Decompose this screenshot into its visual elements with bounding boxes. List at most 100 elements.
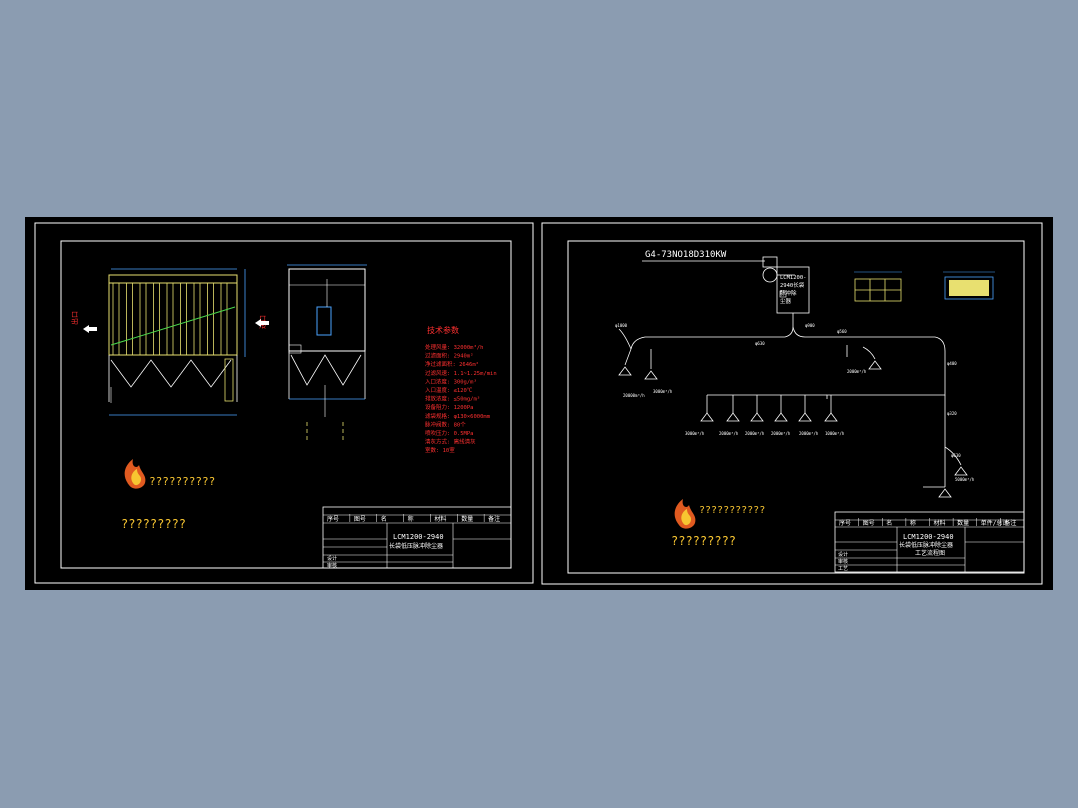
row-label-design: 设计 xyxy=(327,555,337,562)
title-block-header-cell: 图号 xyxy=(354,516,366,523)
hood-flow-label: 2000m³/h xyxy=(771,431,791,436)
hood-flow-label: 5000m³/h xyxy=(955,477,975,482)
collector-label-1: LCM1200- xyxy=(780,275,807,281)
title-block-header-cell: 单件/总计 xyxy=(981,519,1009,527)
duct-label: φ400 xyxy=(947,361,957,366)
outlet-marker: 出口 xyxy=(70,311,97,333)
right-logo: ??????????? ????????? xyxy=(671,499,765,548)
tech-param-row: 脉冲阀数: 80个 xyxy=(425,420,466,428)
tech-param-row: 处理风量: 32000m³/h xyxy=(425,343,483,351)
hood-flow-label: 3000m³/h xyxy=(653,389,673,394)
tech-param-row: 入口浓度: 300g/m³ xyxy=(425,377,477,385)
title-block-header: 序号图号名称材料数量单件/总计备注 xyxy=(839,518,1016,527)
hood-icon xyxy=(824,412,838,422)
hood-icon xyxy=(644,370,658,380)
drawing-desc: 长袋低压脉冲除尘器 xyxy=(389,542,443,550)
right-title-block: 序号图号名称材料数量单件/总计备注 LCM1200-2940 长袋低压脉冲除尘器… xyxy=(834,511,1025,573)
title-block-header-cell: 材料 xyxy=(934,519,946,527)
tech-param-row: 过滤面积: 2940m² xyxy=(425,352,474,360)
duct-label: φ630 xyxy=(755,341,765,346)
tech-param-row: 清灰方式: 离线清灰 xyxy=(425,438,476,446)
logo-subtext: ????????? xyxy=(121,517,186,531)
duct-label: φ900 xyxy=(805,323,815,328)
hood-symbols xyxy=(618,360,968,498)
hood-icon xyxy=(798,412,812,422)
left-logo: ?????????? ????????? xyxy=(121,459,215,531)
hood-flow-label: 2000m³/h xyxy=(799,431,819,436)
title-block-header-cell: 材料 xyxy=(434,515,446,523)
hood-icon xyxy=(700,412,714,422)
collector-label-3: 脉冲除 xyxy=(780,289,797,297)
filter-bag xyxy=(139,282,147,356)
hood-icon xyxy=(774,412,788,422)
title-block-header-cell: 备注 xyxy=(1004,519,1016,527)
left-inner-border xyxy=(60,240,512,569)
collector-box: LCM1200- 2940长袋 脉冲除 尘器 xyxy=(776,266,810,314)
title-block-header-cell: 序号 xyxy=(839,519,851,527)
drawing-name: LCM1200-2940 xyxy=(903,533,954,541)
inlet-diagonal xyxy=(110,306,236,346)
title-block-header: 序号图号名称材料数量备注 xyxy=(327,514,500,523)
logo-text: ?????????? xyxy=(149,475,215,488)
title-block-header-cell: 名 xyxy=(886,519,892,527)
row-label-design: 设计 xyxy=(838,551,848,558)
hood-flow-label: 3000m³/h xyxy=(685,431,705,436)
duct-network xyxy=(618,313,962,488)
filter-bag xyxy=(166,282,174,356)
title-block-header-cell: 数量 xyxy=(461,515,473,523)
hood-flow-label: 2000m³/h xyxy=(847,369,867,374)
left-outer-border xyxy=(34,222,534,584)
hood-flow-label: 2000m³/h xyxy=(719,431,739,436)
tech-param-row: 设备阻力: 1200Pa xyxy=(425,403,474,411)
mini-grid-view xyxy=(854,271,902,302)
fan-label: G4-73NO18D310KW xyxy=(645,250,727,260)
title-block-header-cell: 数量 xyxy=(957,519,969,527)
tech-param-row: 净过滤面积: 2646m² xyxy=(425,360,479,368)
tech-param-row: 过滤风速: 1.1~1.25m/min xyxy=(425,369,497,377)
duct-label: φ320 xyxy=(947,411,957,416)
hood-icon xyxy=(726,412,740,422)
drawing-desc: 长袋低压脉冲除尘器 xyxy=(899,541,953,549)
hood-icon xyxy=(618,366,632,376)
duct-label: φ1000 xyxy=(615,323,628,328)
title-block-header-cell: 备注 xyxy=(488,515,500,523)
filter-bag xyxy=(126,282,133,356)
hood-flow-label: 2000m³/h xyxy=(745,431,765,436)
tech-param-row: 室数: 10室 xyxy=(425,446,455,454)
logo-subtext: ????????? xyxy=(671,534,736,548)
hood-icon xyxy=(938,488,952,498)
collector-label-2: 2940长袋 xyxy=(780,281,805,289)
hood-icon xyxy=(868,360,882,370)
left-title-block: 序号图号名称材料数量备注 LCM1200-2940 长袋低压脉冲除尘器 设计 审… xyxy=(322,506,512,569)
hood-icon xyxy=(954,466,968,476)
right-sheet: G4-73NO18D310KW LCM1200- 2940长袋 脉冲除 尘器 xyxy=(541,222,1043,585)
logo-text: ??????????? xyxy=(699,505,765,516)
filter-bag xyxy=(220,282,228,356)
filter-bag xyxy=(153,282,160,356)
title-block-header-cell: 名 xyxy=(381,515,387,523)
right-inner-border xyxy=(567,240,1025,574)
filter-bag-columns xyxy=(112,282,228,356)
drawing-name: LCM1200-2940 xyxy=(393,533,444,541)
drawing-sub: 工艺流程图 xyxy=(915,549,945,557)
inlet-marker: 进口 xyxy=(255,315,269,329)
outlet-label: 出口 xyxy=(70,311,79,325)
tech-param-row: 滤袋规格: φ130×6000mm xyxy=(425,412,491,420)
tech-param-row: 入口温度: ≤120℃ xyxy=(425,386,473,394)
tech-param-row: 喷吹压力: 0.5MPa xyxy=(425,429,474,437)
collector-label-4: 尘器 xyxy=(780,297,792,305)
hood-icon xyxy=(750,412,764,422)
collector-side-view xyxy=(287,264,367,442)
filter-bag xyxy=(207,282,214,356)
tech-param-row: 排放浓度: ≤50mg/m³ xyxy=(425,395,480,403)
row-label-review: 审核 xyxy=(838,558,848,565)
tech-params-title: 技术参数 xyxy=(427,325,459,335)
title-block-header-cell: 称 xyxy=(910,519,916,527)
title-block-header-cell: 称 xyxy=(408,515,414,523)
row-label-process: 工艺 xyxy=(838,566,848,572)
collector-front-view xyxy=(108,268,246,416)
mini-plan-view xyxy=(943,271,995,300)
